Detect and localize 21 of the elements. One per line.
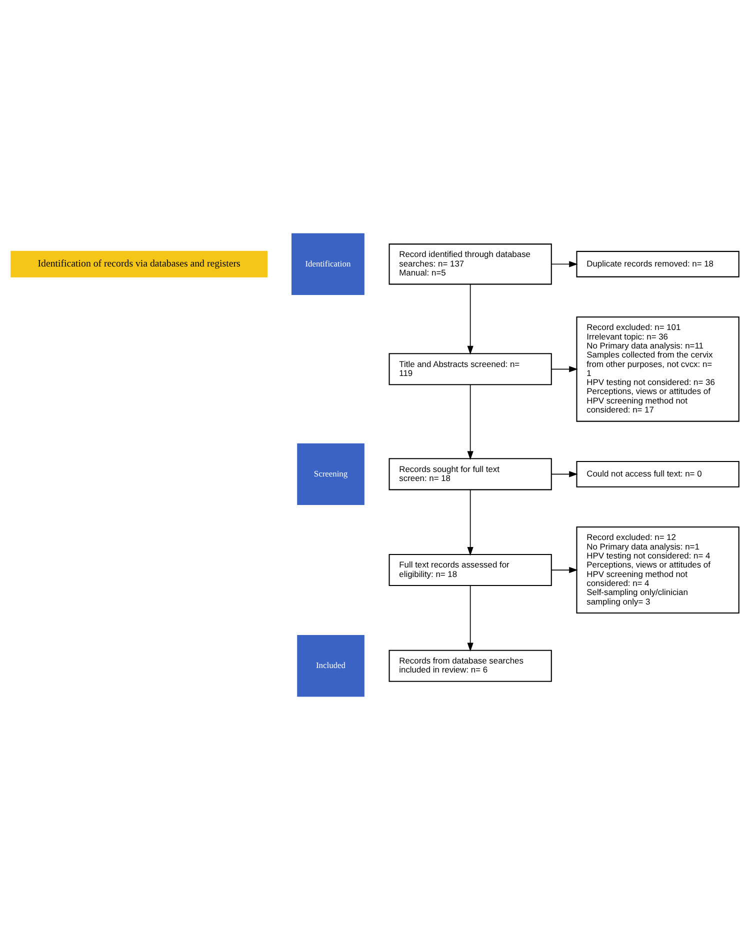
arrow bbox=[467, 584, 474, 652]
node-box: Included bbox=[297, 634, 364, 696]
node-box: Duplicate records removed: n= 18 bbox=[576, 250, 740, 277]
node-box: Record excluded: n= 101 Irrelevant topic: n= 36 No Primary data analysis: n=11 Samples collected from the cervix from other purposes, not cvcx: n= 1 HPV testing not considered: n= 36 Perceptions, views or attitudes of HPV screening method not considered: n= 17 bbox=[576, 316, 740, 422]
node-box: Records sought for full text screen: n= 18 bbox=[388, 458, 552, 490]
arrow bbox=[551, 260, 578, 267]
node-box: Record identified through database searches: n= 137 Manual: n=5 bbox=[388, 243, 552, 284]
node-box: Full text records assessed for eligibility: n= 18 bbox=[388, 553, 552, 586]
arrow bbox=[467, 283, 474, 354]
arrow bbox=[467, 384, 474, 460]
node-box: Could not access full text: n= 0 bbox=[576, 460, 740, 487]
arrow bbox=[551, 566, 578, 573]
node-box: Title and Abstracts screened: n= 119 bbox=[388, 352, 552, 385]
arrow bbox=[467, 488, 474, 556]
node-box: Identification of records via databases and registers bbox=[10, 250, 268, 277]
arrow bbox=[551, 470, 578, 477]
arrow bbox=[551, 366, 578, 372]
node-box: Record excluded: n= 12 No Primary data analysis: n=1 HPV testing not considered: n= 4 Perceptions, views or attitudes of HPV screening method not considered: n= 4 Self-sampling only/clinician sampling only= 3 bbox=[576, 526, 740, 614]
node-box: Identification bbox=[291, 232, 364, 294]
node-box: Screening bbox=[297, 442, 364, 504]
node-box: Records from database searches included in review: n= 6 bbox=[388, 649, 552, 682]
